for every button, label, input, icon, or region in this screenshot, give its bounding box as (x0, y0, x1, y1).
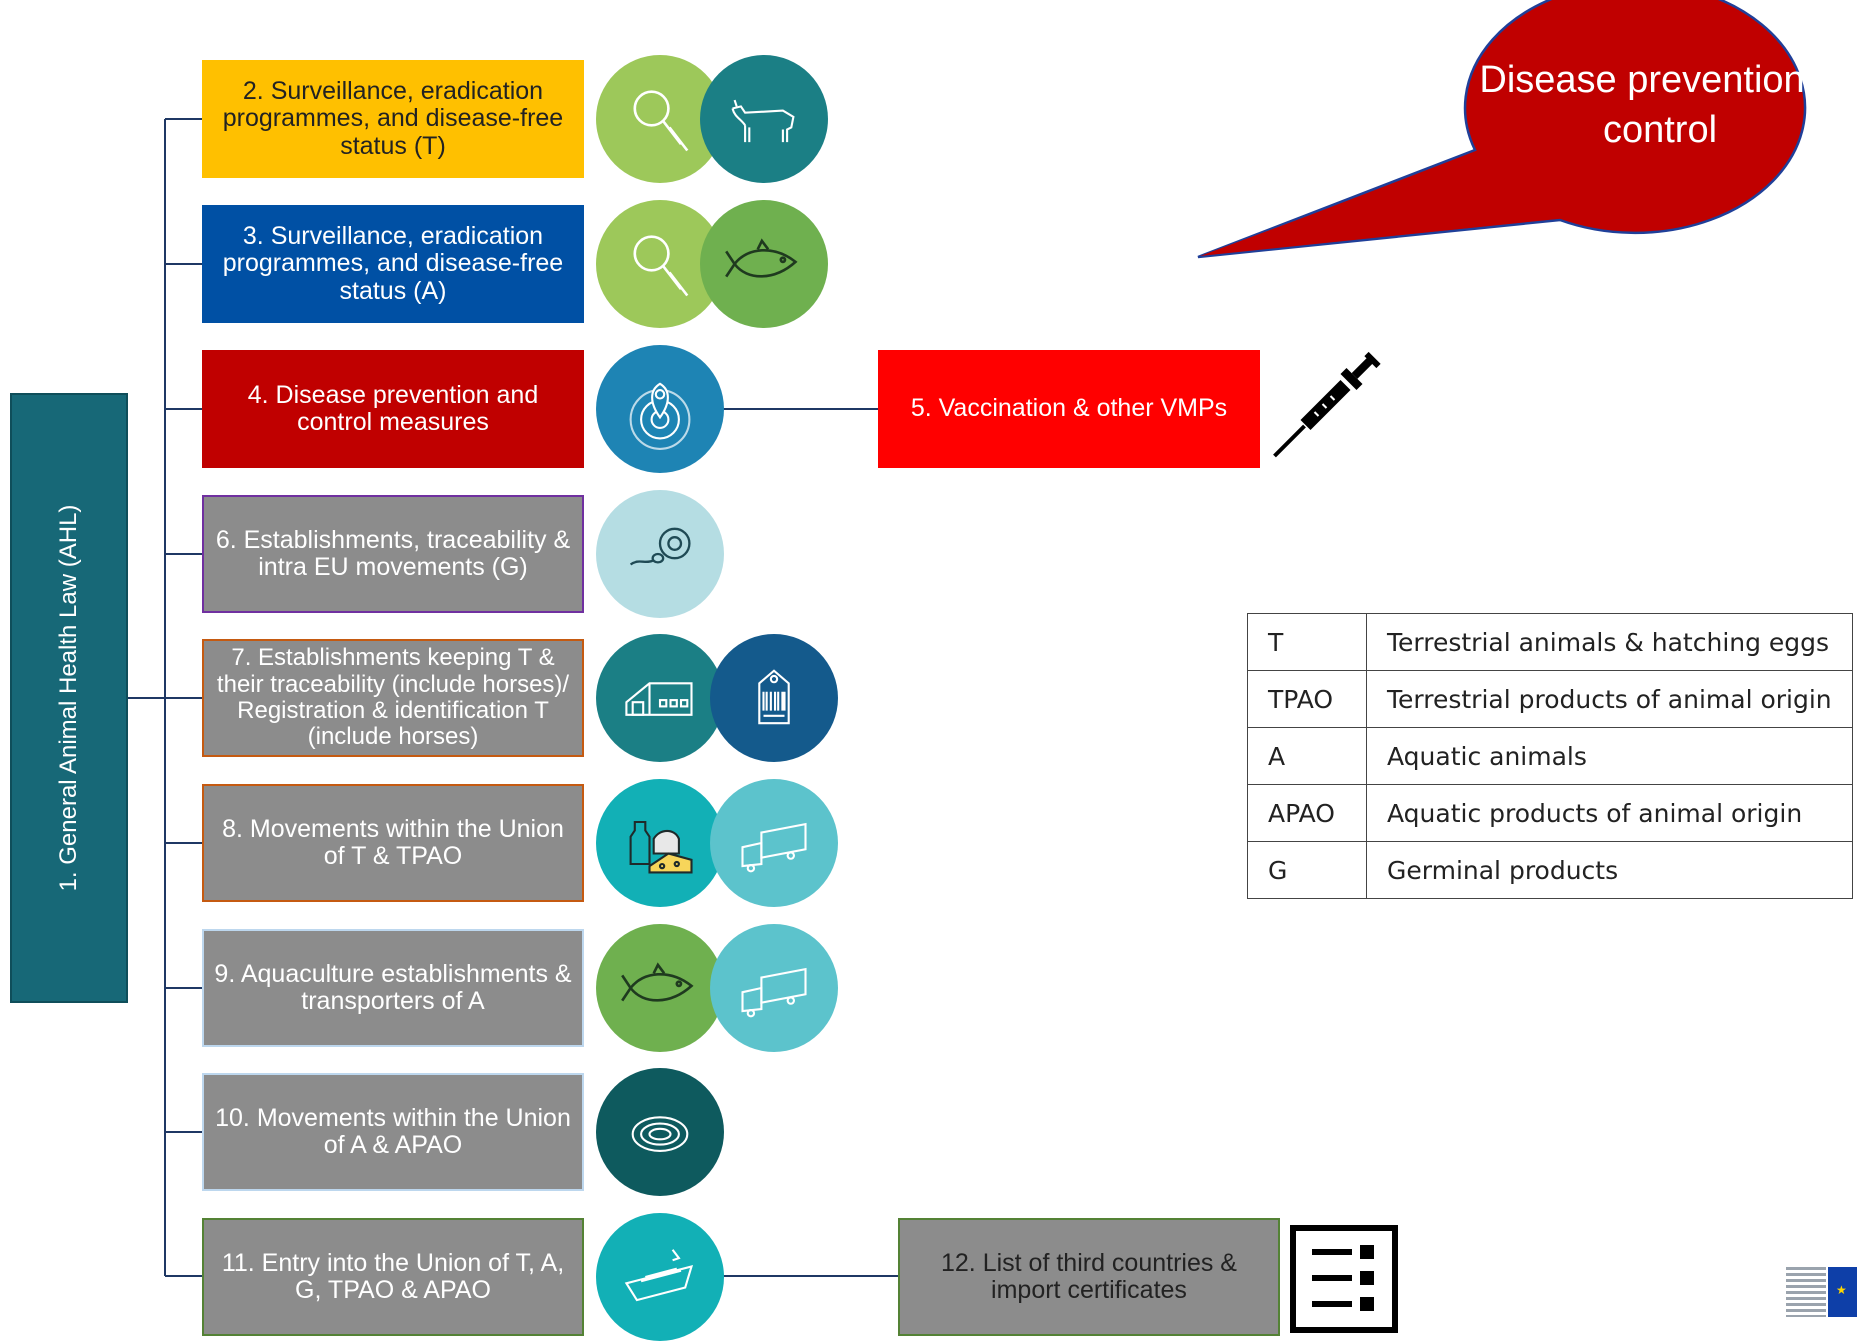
box-movements-aquatic: 10. Movements within the Union of A & AP… (202, 1073, 584, 1191)
box-label: 11. Entry into the Union of T, A, G, TPA… (221, 1248, 565, 1304)
sperm-egg-icon (596, 490, 724, 618)
box-label: 7. Establishments keeping T & their trac… (216, 644, 570, 751)
box-vaccination: 5. Vaccination & other VMPs (878, 350, 1260, 468)
legend-desc: Germinal products (1366, 841, 1853, 899)
syringe-icon (1273, 351, 1381, 458)
box-disease-prevention: 4. Disease prevention and control measur… (202, 350, 584, 468)
truck-icon (710, 924, 838, 1052)
box-label: 3. Surveillance, eradication programmes,… (222, 221, 564, 305)
box-label: 2. Surveillance, eradication programmes,… (222, 76, 564, 160)
box-establishments-terrestrial: 7. Establishments keeping T & their trac… (202, 639, 584, 757)
legend-code: APAO (1247, 784, 1367, 842)
box-label: 10. Movements within the Union of A & AP… (215, 1103, 571, 1159)
box-label: 5. Vaccination & other VMPs (910, 394, 1228, 423)
fish-icon (596, 924, 724, 1052)
box-establishments-germinal: 6. Establishments, traceability & intra … (202, 495, 584, 613)
root-box: 1. General Animal Health Law (AHL) (10, 393, 128, 1003)
legend-code: TPAO (1247, 670, 1367, 728)
checklist-icon (1290, 1225, 1398, 1333)
dairy-cheese-icon (596, 779, 724, 907)
box-label: 12. List of third countries & import cer… (941, 1248, 1237, 1304)
legend-desc: Aquatic products of animal origin (1366, 784, 1853, 842)
box-movements-terrestrial: 8. Movements within the Union of T & TPA… (202, 784, 584, 902)
callout-text: Disease prevention & control (1479, 59, 1841, 152)
farm-building-icon (596, 634, 724, 762)
box-third-countries: 12. List of third countries & import cer… (898, 1218, 1280, 1336)
cargo-ship-icon (596, 1213, 724, 1341)
truck-icon (710, 779, 838, 907)
eu-logo-icon: ★ (1786, 1257, 1857, 1319)
legend-code: G (1247, 841, 1367, 899)
ear-tag-icon (710, 634, 838, 762)
box-label: 4. Disease prevention and control measur… (247, 380, 539, 436)
box-surveillance-terrestrial: 2. Surveillance, eradication programmes,… (202, 60, 584, 178)
box-label: 6. Establishments, traceability & intra … (215, 525, 571, 581)
legend-code: A (1247, 727, 1367, 785)
legend-desc: Terrestrial animals & hatching eggs (1366, 613, 1853, 671)
box-entry-union: 11. Entry into the Union of T, A, G, TPA… (202, 1218, 584, 1336)
legend-desc: Terrestrial products of animal origin (1366, 670, 1853, 728)
box-surveillance-aquatic: 3. Surveillance, eradication programmes,… (202, 205, 584, 323)
legend-desc: Aquatic animals (1366, 727, 1853, 785)
location-radar-icon (596, 345, 724, 473)
shellfish-icon (596, 1068, 724, 1196)
callout-bubble (1197, 0, 1807, 259)
legend-code: T (1247, 613, 1367, 671)
box-aquaculture: 9. Aquaculture establishments & transpor… (202, 929, 584, 1047)
box-label: 9. Aquaculture establishments & transpor… (214, 959, 572, 1015)
box-label: 8. Movements within the Union of T & TPA… (222, 814, 564, 870)
root-label: 1. General Animal Health Law (AHL) (55, 504, 82, 892)
fish-icon (700, 200, 828, 328)
cow-icon (700, 55, 828, 183)
